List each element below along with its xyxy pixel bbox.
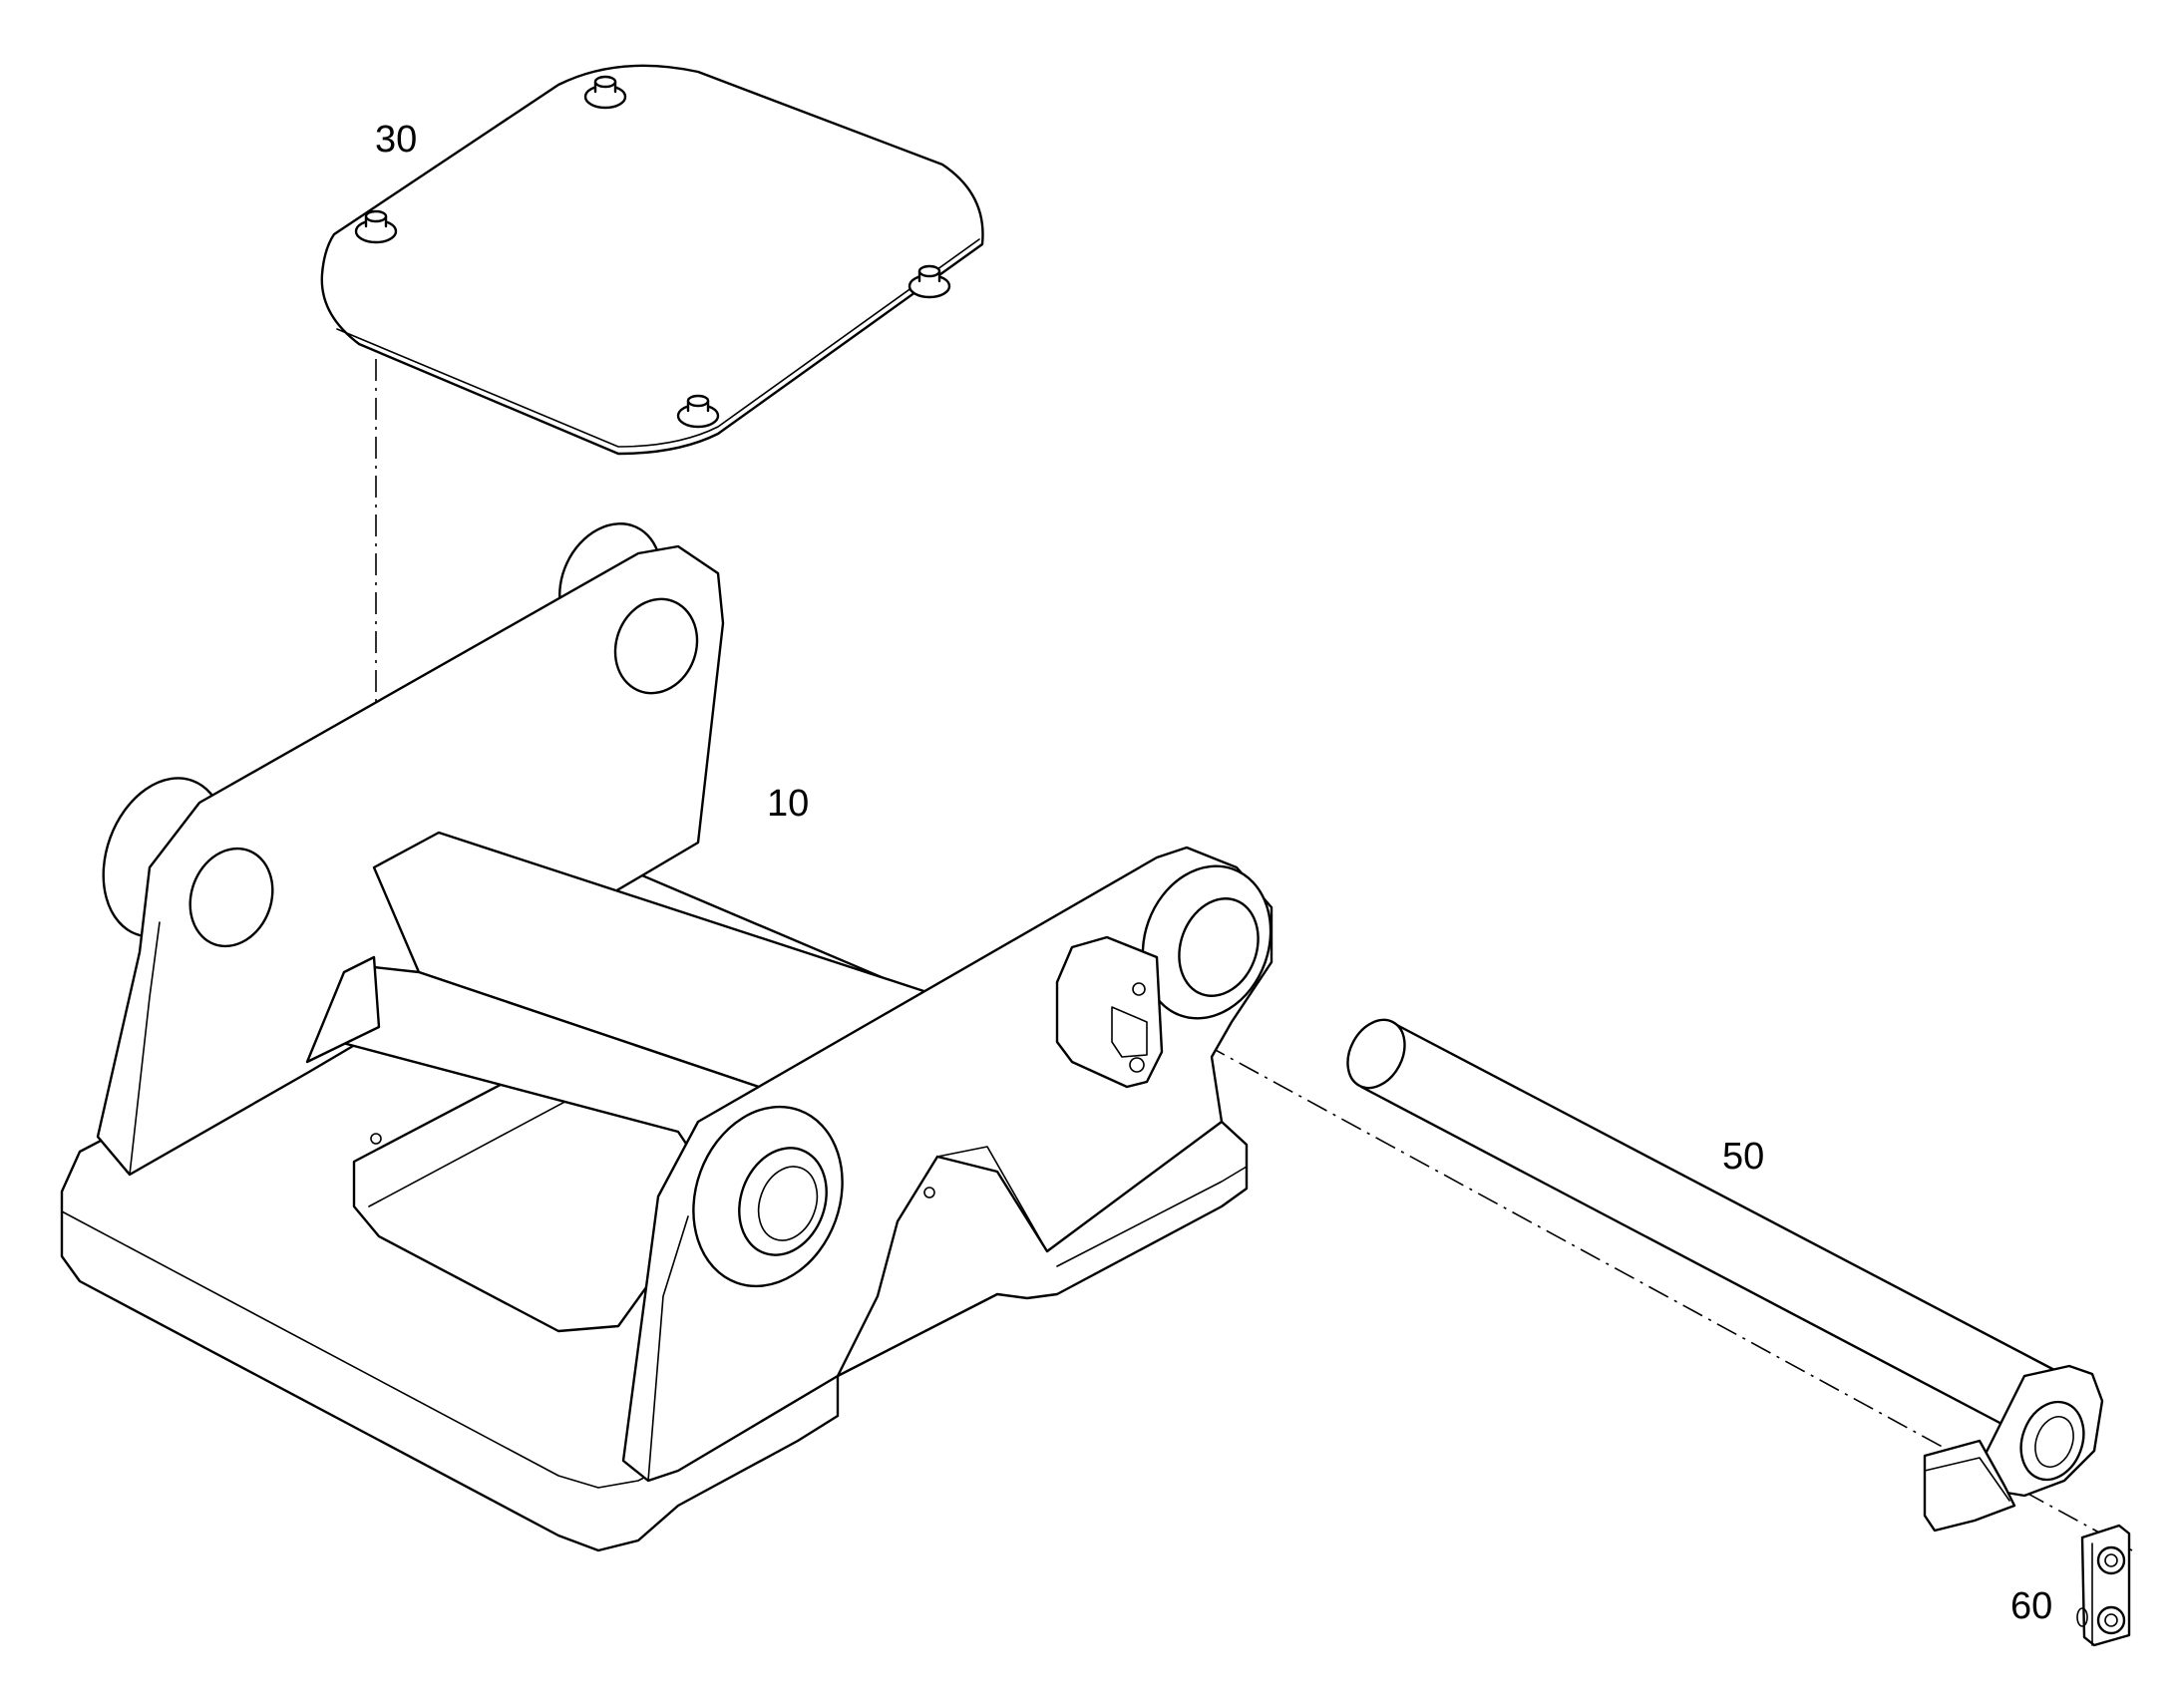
callout-retainer: 60 xyxy=(2010,1585,2052,1627)
callout-frame: 10 xyxy=(767,783,809,825)
frame-front-boss-bore xyxy=(757,1166,819,1241)
retainer-part xyxy=(2076,1524,2131,1647)
callout-pin: 50 xyxy=(1722,1136,1764,1178)
bolt-icon xyxy=(583,75,627,110)
pin-shaft xyxy=(1359,1020,2058,1438)
frame-part xyxy=(60,522,1273,1552)
retainer-bolt-icon xyxy=(2096,1545,2126,1575)
bolt-icon xyxy=(908,264,951,299)
frame-right-plate-edge xyxy=(647,1215,689,1482)
frame-drain-hole xyxy=(370,1133,382,1145)
bolt-icon xyxy=(676,394,720,429)
pin-end-face xyxy=(1346,1018,1406,1090)
pin-head-tab xyxy=(1923,1439,2016,1533)
bolt-icon xyxy=(354,209,398,244)
frame-lock-slot xyxy=(1111,1006,1148,1058)
frame-beam-support xyxy=(305,955,381,1064)
frame-left-plate-edge xyxy=(129,921,161,1176)
cover-plate-thickness xyxy=(336,238,980,448)
retainer-bolt-icon xyxy=(2096,1605,2126,1635)
retainer-washer xyxy=(2076,1607,2088,1627)
cover-plate-outline xyxy=(320,64,984,456)
frame-lock-block xyxy=(1055,935,1164,1089)
frame-left-hole-bottom xyxy=(188,847,274,948)
frame-lock-hole xyxy=(1129,1057,1145,1073)
pin-part xyxy=(1346,1018,2104,1533)
frame-right-notch xyxy=(936,1146,1048,1252)
pin-head-tab-edge xyxy=(1924,1457,2010,1502)
frame-left-hole-top xyxy=(613,597,699,695)
pin-head-eye-inner xyxy=(2034,1416,2074,1468)
frame-lock-hole-top xyxy=(1132,982,1146,996)
frame-rear-boss-inner xyxy=(1178,897,1260,997)
cover-plate-part xyxy=(320,64,984,456)
frame-base-edge-right xyxy=(1056,1166,1248,1267)
frame-drain-hole-2 xyxy=(923,1187,935,1198)
cover-bolts xyxy=(354,75,951,429)
callout-cover-plate: 30 xyxy=(375,119,417,161)
